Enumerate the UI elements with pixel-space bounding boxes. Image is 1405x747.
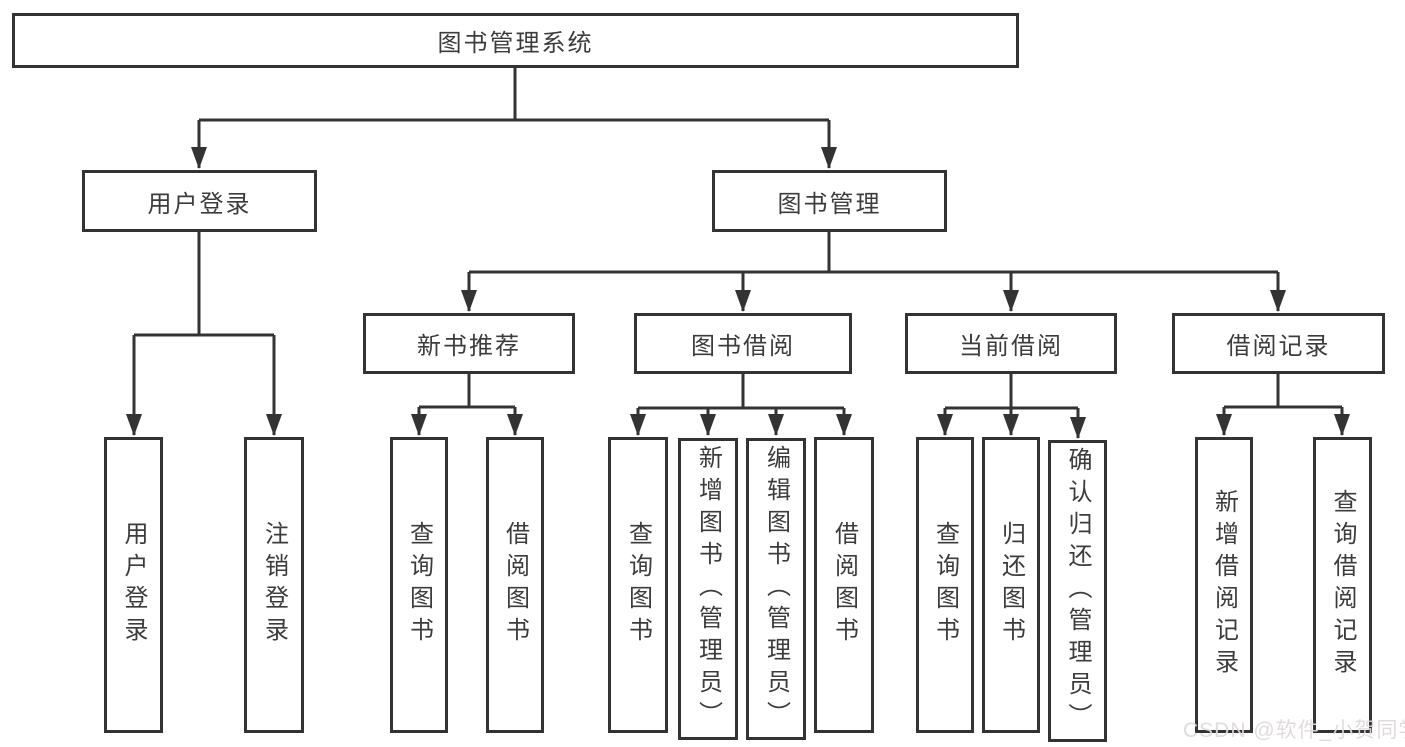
leaf-return-books: 归还图书 [982, 437, 1040, 733]
edges-book-mgmt [461, 232, 1286, 312]
node-book-borrowing: 图书借阅 [634, 313, 852, 374]
node-new-book-recommend: 新书推荐 [363, 313, 575, 374]
leaf-query-books-borrowing: 查询图书 [608, 437, 668, 733]
leaf-user-login: 用户登录 [104, 437, 163, 733]
leaf-borrow-books-recommend: 借阅图书 [486, 437, 544, 733]
leaf-confirm-return-admin: 确认归还（管理员） [1048, 440, 1107, 742]
leaf-edit-books-admin: 编辑图书（管理员） [746, 438, 806, 740]
node-root-system: 图书管理系统 [12, 13, 1019, 68]
leaf-add-books-admin: 新增图书（管理员） [678, 438, 738, 740]
leaf-borrow-books-borrowing: 借阅图书 [814, 437, 874, 733]
leaf-query-borrow-record: 查询借阅记录 [1313, 437, 1372, 733]
edges-user-login [126, 232, 282, 436]
node-current-borrowing: 当前借阅 [905, 313, 1117, 374]
node-user-login: 用户登录 [82, 170, 317, 232]
edges-book-borrow [630, 374, 852, 436]
edges-current-borrow [937, 374, 1086, 439]
edges-new-book-rec [411, 374, 523, 436]
edges-root [191, 68, 837, 169]
node-borrow-records: 借阅记录 [1172, 313, 1385, 374]
node-book-management: 图书管理 [712, 170, 947, 232]
leaf-query-books-current: 查询图书 [916, 437, 974, 733]
edges-borrow-records [1216, 374, 1350, 436]
csdn-watermark: CSDN @软件_小贺同学 [1183, 719, 1405, 742]
leaf-query-books-recommend: 查询图书 [390, 437, 448, 733]
leaf-add-borrow-record: 新增借阅记录 [1195, 437, 1253, 733]
leaf-logout: 注销登录 [244, 437, 304, 733]
